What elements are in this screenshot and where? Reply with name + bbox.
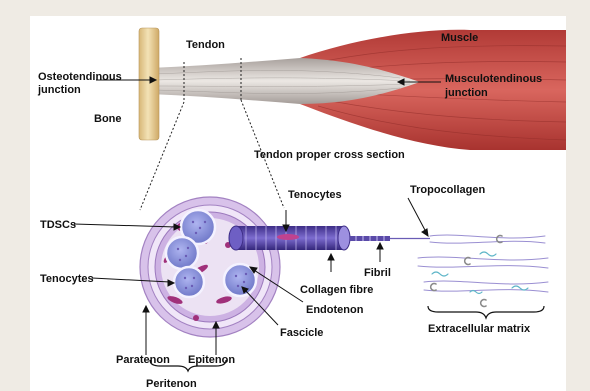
label-osteotendinous-2: junction bbox=[37, 84, 81, 96]
label-muscle: Muscle bbox=[441, 32, 478, 44]
label-epitenon: Epitenon bbox=[188, 354, 235, 366]
label-paratenon: Paratenon bbox=[116, 354, 170, 366]
fibre-tenocyte bbox=[277, 234, 299, 240]
label-fibril: Fibril bbox=[364, 267, 391, 279]
collagen-fibre bbox=[229, 226, 350, 250]
label-musculotendinous-2: junction bbox=[444, 87, 488, 99]
label-tropocollagen: Tropocollagen bbox=[410, 184, 485, 196]
label-cross-section: Tendon proper cross section bbox=[254, 149, 405, 161]
label-peritenon: Peritenon bbox=[146, 378, 197, 390]
label-musculotendinous-1: Musculotendinous bbox=[445, 73, 542, 85]
label-fascicle: Fascicle bbox=[280, 327, 323, 339]
label-collagen-fibre: Collagen fibre bbox=[300, 284, 373, 296]
cross-section bbox=[140, 197, 280, 337]
label-osteotendinous-1: Osteotendinous bbox=[38, 71, 122, 83]
label-bone: Bone bbox=[94, 113, 122, 125]
label-tenocytes-top: Tenocytes bbox=[288, 189, 342, 201]
label-tenocytes-left: Tenocytes bbox=[40, 273, 94, 285]
label-endotenon: Endotenon bbox=[306, 304, 364, 316]
label-tendon: Tendon bbox=[186, 39, 225, 51]
bone-shaft bbox=[139, 28, 159, 140]
label-tdscs: TDSCs bbox=[40, 219, 76, 231]
label-extracellular-matrix: Extracellular matrix bbox=[428, 323, 531, 335]
